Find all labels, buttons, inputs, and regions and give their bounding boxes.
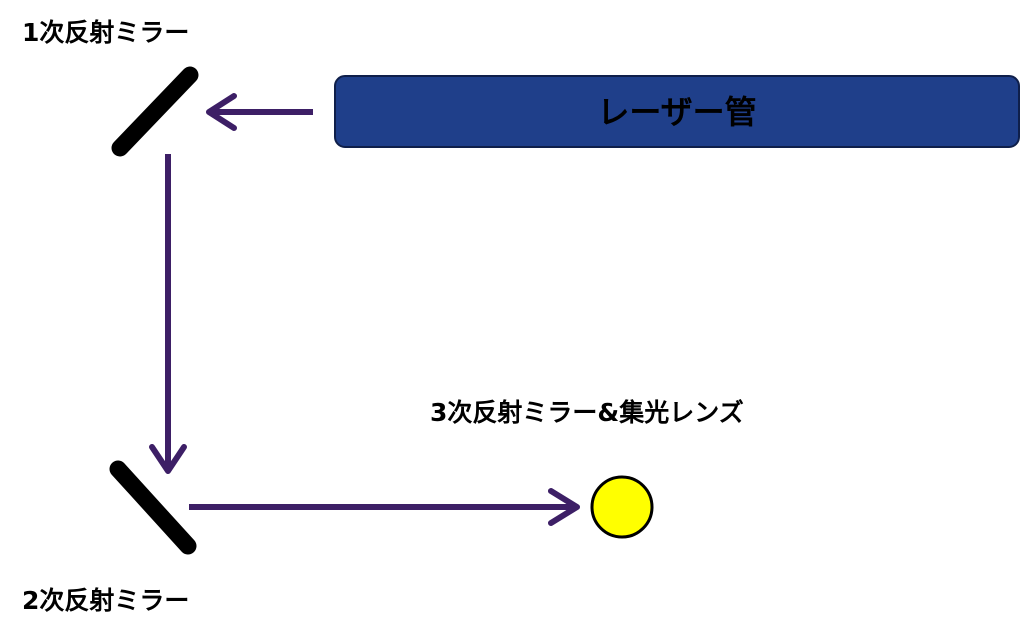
laser-tube: レーザー管 bbox=[334, 75, 1020, 148]
focusing-lens bbox=[590, 475, 654, 539]
laser-tube-label: レーザー管 bbox=[597, 92, 757, 131]
mirror-3-lens-label: 3次反射ミラー&集光レンズ bbox=[430, 398, 744, 427]
arrowhead-to-mirror-2 bbox=[149, 444, 187, 474]
mirror-2 bbox=[109, 460, 197, 555]
arrowhead-to-lens bbox=[548, 488, 580, 526]
mirror-1-label: 1次反射ミラー bbox=[22, 18, 190, 47]
arrowhead-to-mirror-1 bbox=[206, 93, 237, 131]
mirror-1 bbox=[111, 66, 199, 157]
mirror-2-label: 2次反射ミラー bbox=[22, 586, 190, 615]
